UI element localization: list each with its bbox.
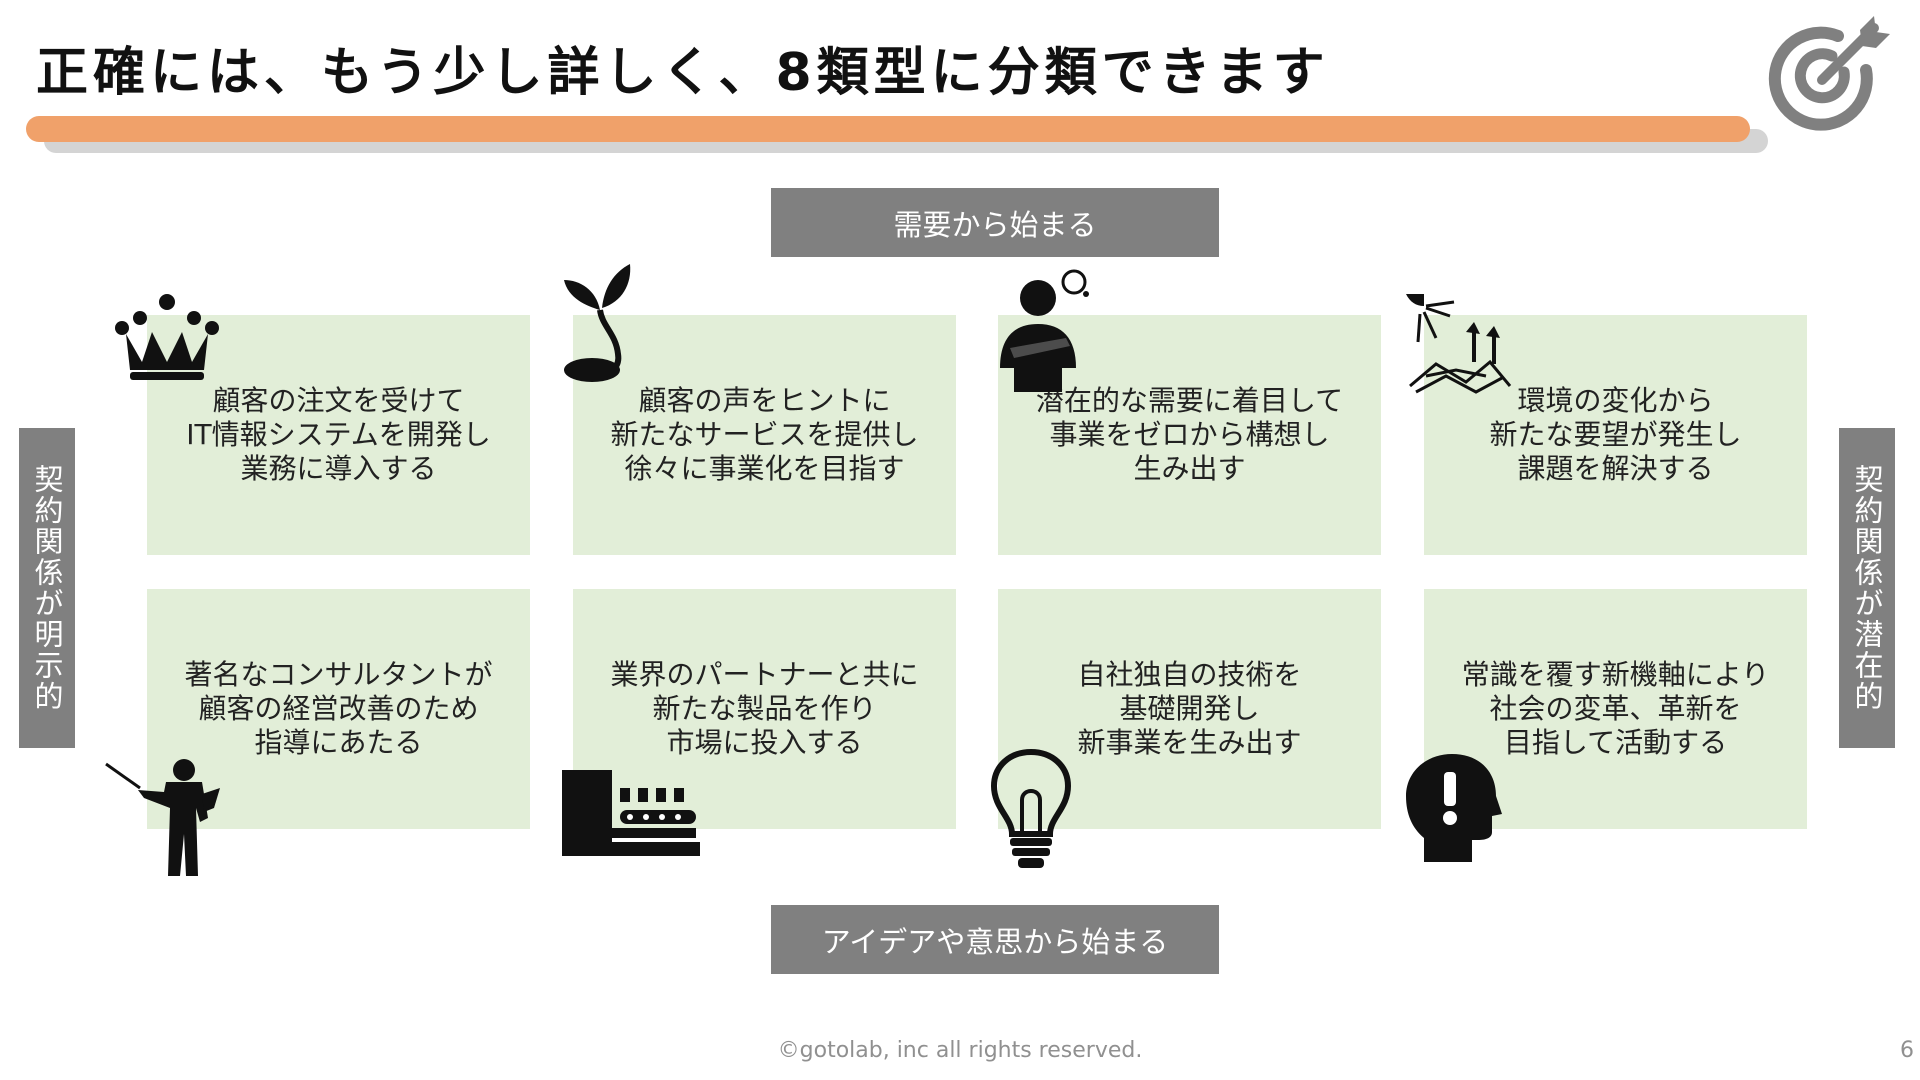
presenter-icon xyxy=(105,759,220,876)
head-exclamation-icon xyxy=(1406,754,1502,862)
bottom-banner: アイデアや意思から始まる xyxy=(771,905,1219,974)
card-2-text: 顧客の声をヒントに 新たなサービスを提供し 徐々に事業化を目指す xyxy=(610,384,919,485)
thinking-person-icon xyxy=(1000,269,1089,392)
card-7-text: 自社独自の技術を 基礎開発し 新事業を生み出す xyxy=(1077,658,1302,759)
card-7: 自社独自の技術を 基礎開発し 新事業を生み出す xyxy=(998,589,1381,829)
target-arrow-icon xyxy=(1768,16,1890,131)
factory-conveyor-icon xyxy=(562,770,700,856)
card-8-text: 常識を覆す新機軸により 社会の変革、革新を 目指して活動する xyxy=(1461,658,1770,759)
card-6: 業界のパートナーと共に 新たな製品を作り 市場に投入する xyxy=(573,589,956,829)
right-axis-label: 契約関係が潜在的 xyxy=(1839,428,1895,748)
copyright-footer: ©gotolab, inc all rights reserved. xyxy=(777,1038,1143,1063)
sprout-icon xyxy=(564,264,631,382)
card-5-text: 著名なコンサルタントが 顧客の経営改善のため 指導にあたる xyxy=(184,658,493,759)
card-1: 顧客の注文を受けて IT情報システムを開発し 業務に導入する xyxy=(147,315,530,555)
lightbulb-icon xyxy=(990,748,1072,868)
card-2: 顧客の声をヒントに 新たなサービスを提供し 徐々に事業化を目指す xyxy=(573,315,956,555)
crown-icon xyxy=(115,294,219,380)
title-underline-bar xyxy=(26,116,1750,142)
top-banner: 需要から始まる xyxy=(771,188,1219,257)
card-3-text: 潜在的な需要に着目して 事業をゼロから構想し 生み出す xyxy=(1035,384,1344,485)
card-6-text: 業界のパートナーと共に 新たな製品を作り 市場に投入する xyxy=(610,658,919,759)
drought-sun-icon xyxy=(1406,294,1512,394)
card-4: 環境の変化から 新たな要望が発生し 課題を解決する xyxy=(1424,315,1807,555)
card-1-text: 顧客の注文を受けて IT情報システムを開発し 業務に導入する xyxy=(186,384,491,485)
left-axis-label: 契約関係が明示的 xyxy=(19,428,75,748)
page-number: 6 xyxy=(1900,1038,1914,1063)
page-title: 正確には、もう少し詳しく、8類型に分類できます xyxy=(36,43,1330,103)
card-4-text: 環境の変化から 新たな要望が発生し 課題を解決する xyxy=(1489,384,1742,485)
card-5: 著名なコンサルタントが 顧客の経営改善のため 指導にあたる xyxy=(147,589,530,829)
